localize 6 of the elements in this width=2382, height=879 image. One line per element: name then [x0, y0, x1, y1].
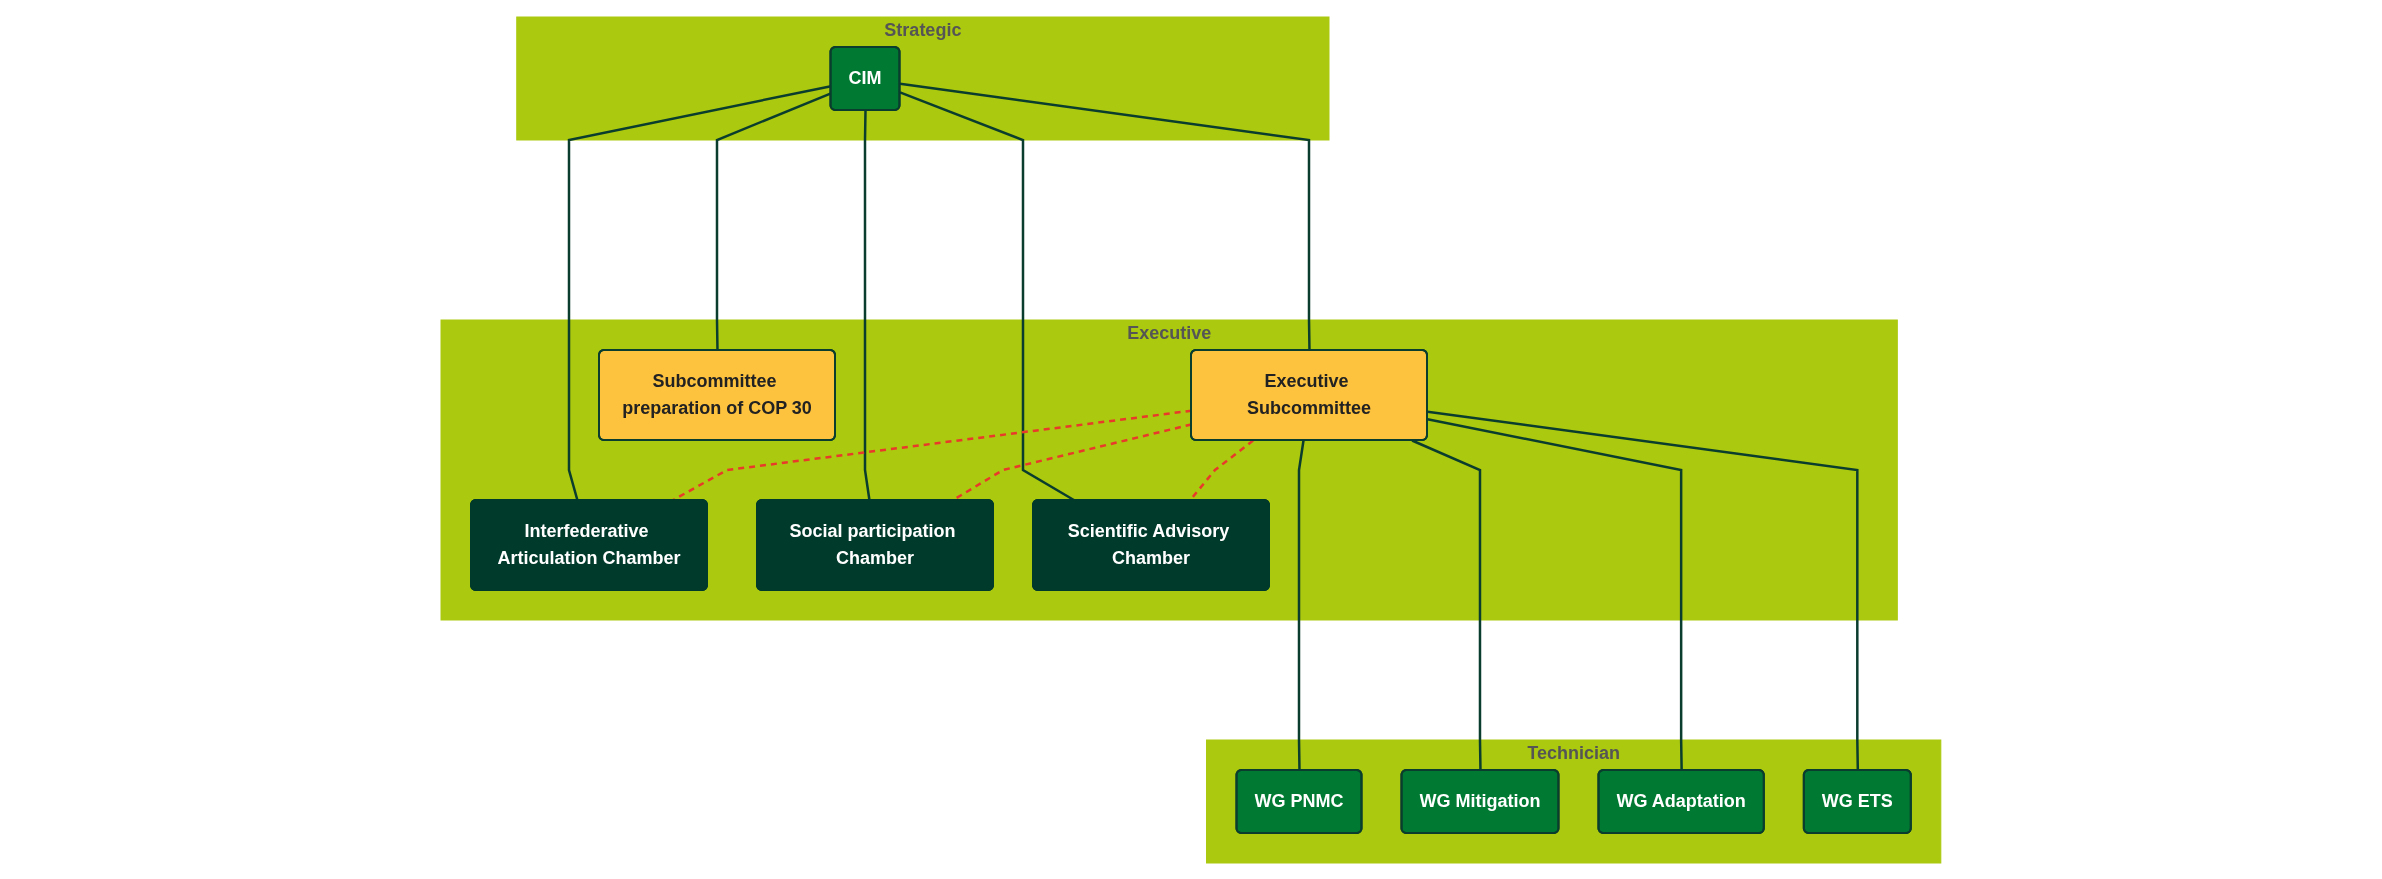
connector: [899, 82, 1311, 350]
connector: [1427, 409, 1860, 771]
connector: [1427, 417, 1683, 770]
connector: [1411, 438, 1482, 771]
connector: [1297, 439, 1305, 770]
connector: [863, 109, 871, 501]
